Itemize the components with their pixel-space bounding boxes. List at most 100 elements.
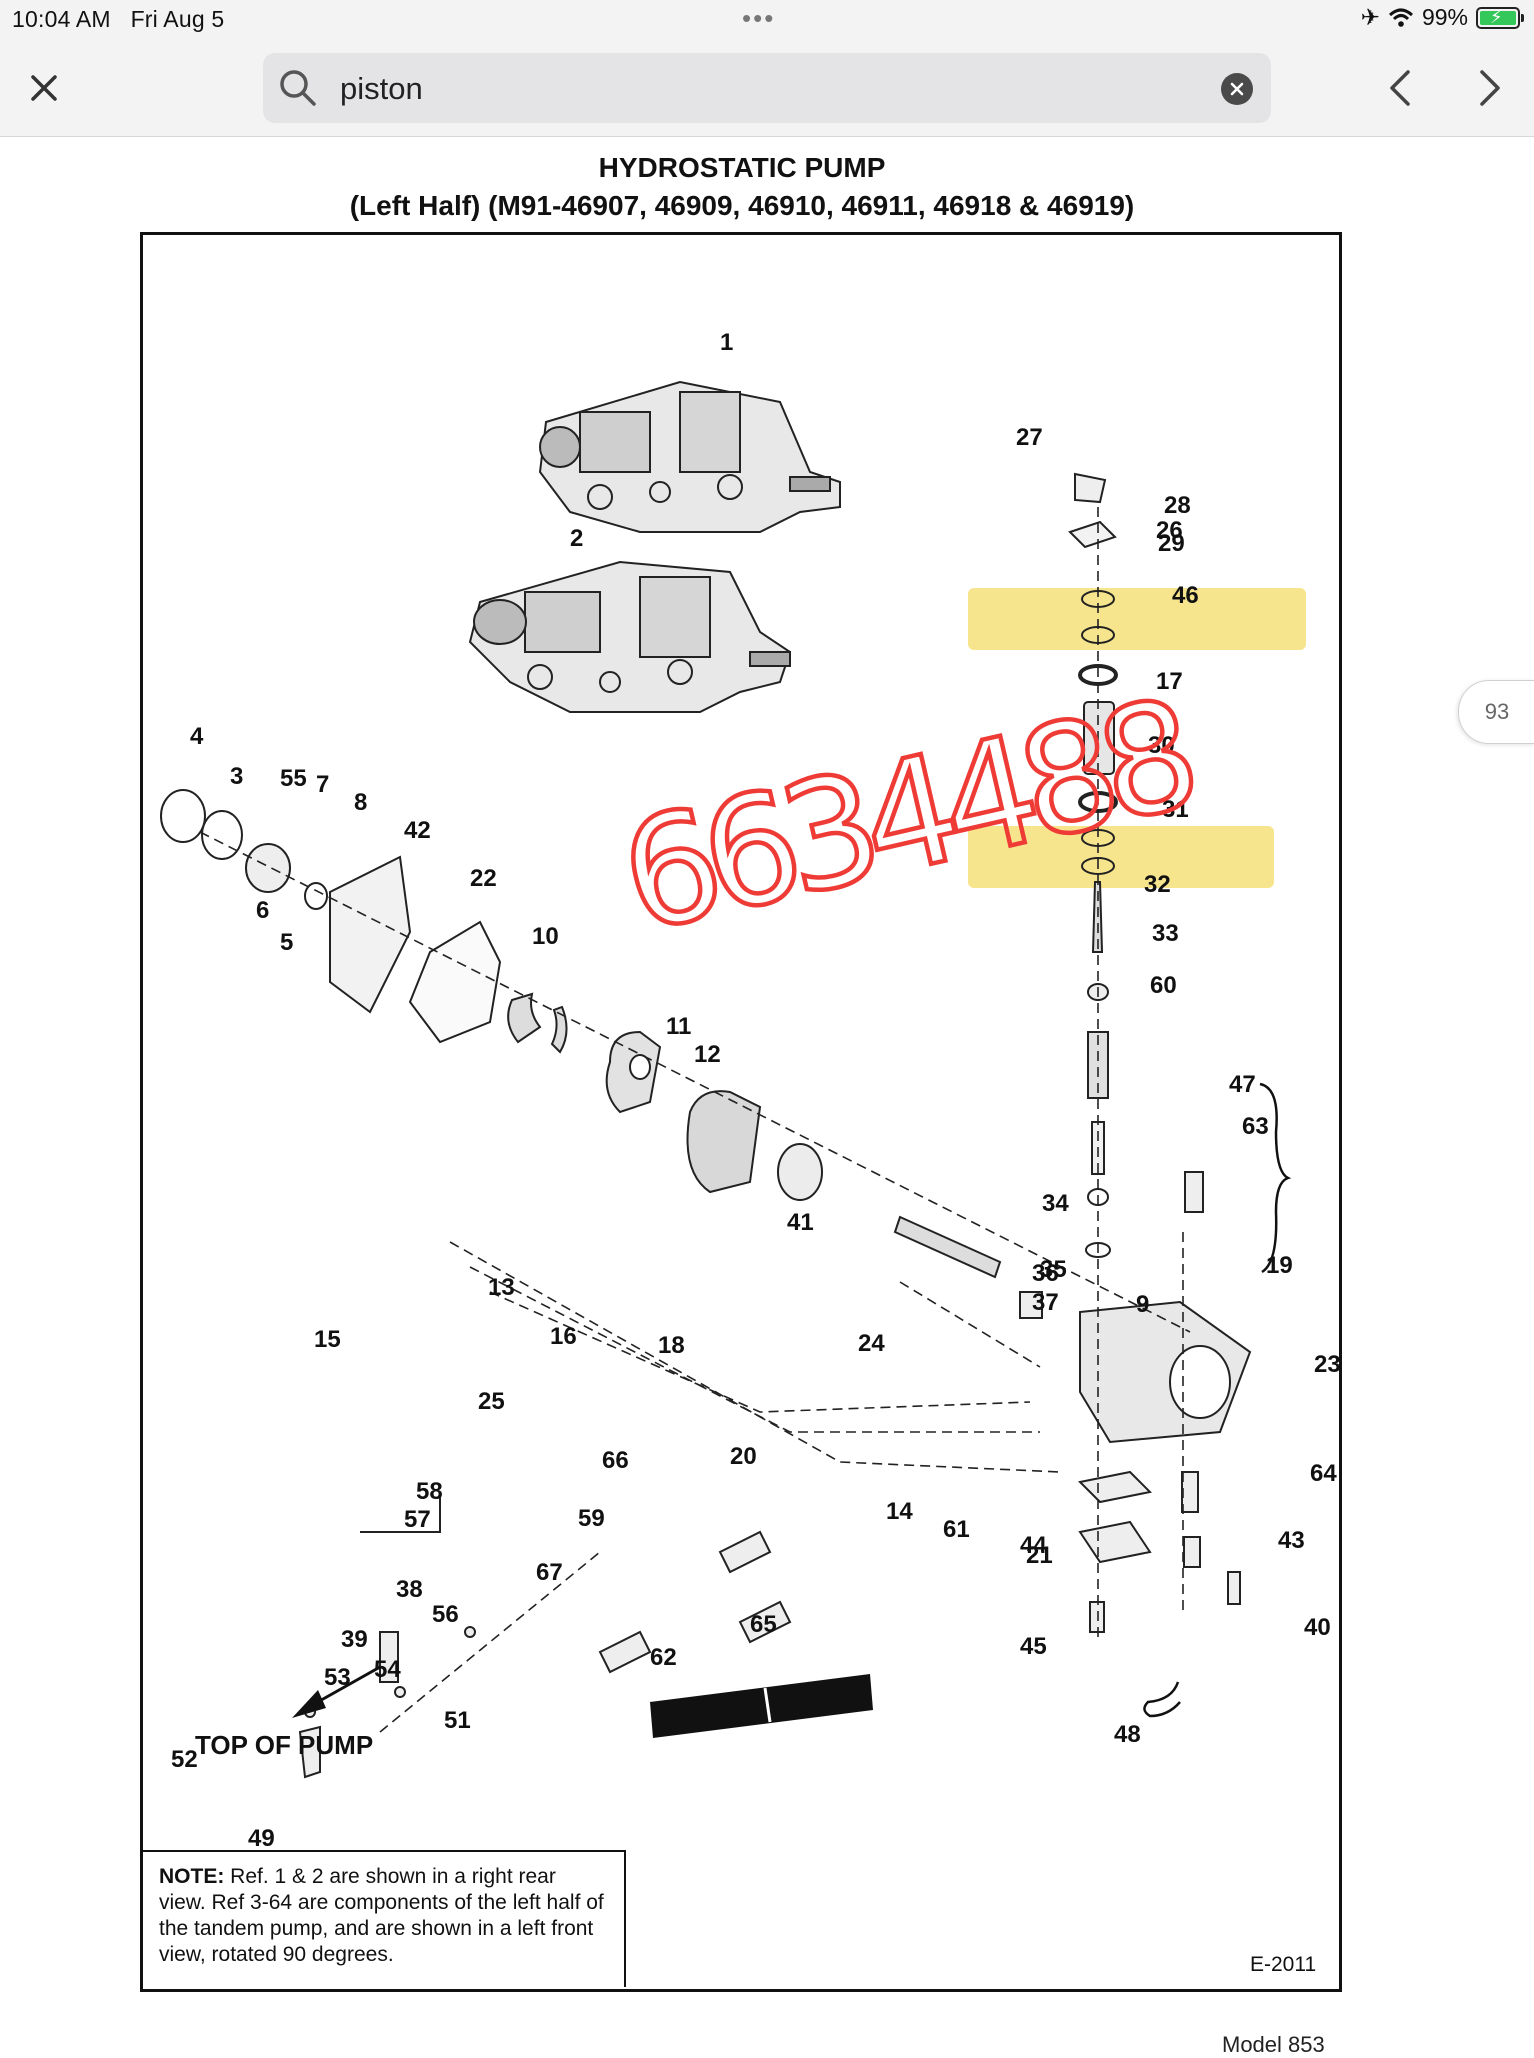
callout-29: 29 [1158,530,1185,557]
battery-fill [1480,10,1516,25]
close-icon [31,75,57,101]
callout-64: 64 [1310,1460,1337,1487]
callout-51: 51 [444,1707,471,1734]
callout-15: 15 [314,1326,341,1353]
callout-31: 31 [1162,796,1189,823]
top-of-pump-arrow-icon [292,1665,381,1718]
callout-26: 26 [1156,517,1183,544]
callout-46: 46 [1172,582,1199,609]
callout-21: 21 [1026,1542,1053,1569]
bracket-63-top [1259,1082,1292,1274]
callout-60: 60 [1150,972,1177,999]
callout-36: 36 [1032,1260,1059,1287]
note-label: NOTE: [159,1865,225,1888]
callout-33: 33 [1152,920,1179,947]
callout-39: 39 [341,1626,368,1653]
next-result-button[interactable] [1466,66,1510,110]
multitask-dots-icon[interactable]: ••• [742,3,776,33]
callout-4: 4 [190,723,204,750]
search-icon [280,70,316,106]
callout-16: 16 [550,1323,577,1350]
search-toolbar [0,40,1534,137]
clear-search-button[interactable] [1221,73,1253,105]
callout-32: 32 [1144,871,1171,898]
date-text: Fri Aug 5 [130,6,225,32]
right-stack-parts [1068,472,1252,1633]
phantom-lines [199,507,1191,1733]
callout-67: 67 [536,1559,563,1586]
document-subtitle: (Left Half) (M91-46907, 46909, 46910, 46… [349,190,1135,221]
callout-55: 55 [280,765,307,792]
page-number-indicator[interactable]: 93 [1458,680,1534,744]
note-box: NOTE: Ref. 1 & 2 are shown in a right re… [143,1850,626,1987]
wifi-icon [1388,8,1413,27]
callout-28: 28 [1164,492,1191,519]
callout-19: 19 [1266,1252,1293,1279]
callout-62: 62 [650,1644,677,1671]
callout-44: 44 [1020,1532,1047,1559]
pump-assembly-1 [538,380,841,533]
footer-model-text: Model 853 [1222,2032,1325,2057]
document-title: HYDROSTATIC PUMP [598,152,886,183]
pump-assembly-2 [468,560,792,713]
callout-3: 3 [230,763,243,790]
callout-7: 7 [316,771,329,798]
callout-24: 24 [858,1330,885,1357]
search-input[interactable] [338,65,1202,113]
callout-52: 52 [171,1746,198,1773]
callout-8: 8 [354,789,367,816]
callout-23: 23 [1314,1351,1341,1378]
callout-37: 37 [1032,1289,1059,1316]
figure-code: E-2011 [1250,1953,1317,1976]
callout-54: 54 [374,1656,401,1683]
callout-59: 59 [578,1505,605,1532]
callout-6: 6 [256,897,269,924]
callout-43: 43 [1278,1527,1305,1554]
callout-27: 27 [1016,424,1043,451]
status-bar: 10:04 AM Fri Aug 5 ••• ✈ 99% ⚡ [0,0,1534,40]
callout-41: 41 [787,1209,814,1236]
clear-search-icon [1230,82,1244,96]
callout-13: 13 [488,1274,515,1301]
callout-49: 49 [248,1825,275,1852]
callout-11: 11 [666,1013,691,1040]
callout-5: 5 [280,929,293,956]
bracket-63-bottom [1143,1681,1181,1718]
callout-57: 57 [404,1506,431,1533]
callout-35: 35 [1040,1256,1067,1283]
callout-45: 45 [1020,1633,1047,1660]
callout-63: 63 [1242,1113,1269,1140]
highlight-46-top [968,588,1306,650]
callout-1: 1 [720,329,733,356]
status-indicators: ✈ 99% ⚡ [1360,4,1524,31]
charging-bolt-icon: ⚡ [1490,6,1503,27]
close-button[interactable] [20,64,68,112]
callout-25: 25 [478,1388,505,1415]
callout-65: 65 [750,1611,777,1638]
note-text: Ref. 1 & 2 are shown in a right rear vie… [159,1865,604,1966]
callout-53: 53 [324,1664,351,1691]
linkage-parts [298,1530,792,1779]
status-time: 10:04 AM Fri Aug 5 [12,6,224,33]
callout-40: 40 [1304,1614,1331,1641]
diagram-frame [140,232,1342,1992]
search-field[interactable] [263,53,1271,123]
callout-56: 56 [432,1601,459,1628]
battery-icon: ⚡ [1476,6,1524,29]
highlight-46-bottom [968,826,1274,888]
callout-20: 20 [730,1443,757,1470]
callout-12: 12 [694,1041,721,1068]
decal-part-65 [650,1674,873,1738]
chevron-left-icon [1390,70,1410,106]
callout-14: 14 [886,1498,913,1525]
chevron-right-icon [1480,70,1500,106]
airplane-icon: ✈ [1360,4,1380,30]
previous-result-button[interactable] [1380,66,1424,110]
callout-9: 9 [1136,1291,1149,1318]
top-of-pump-label: TOP OF PUMP [195,1730,373,1760]
callout-48: 48 [1114,1721,1141,1748]
callout-2: 2 [570,525,583,552]
callout-66: 66 [602,1447,629,1474]
callout-10: 10 [532,923,559,950]
